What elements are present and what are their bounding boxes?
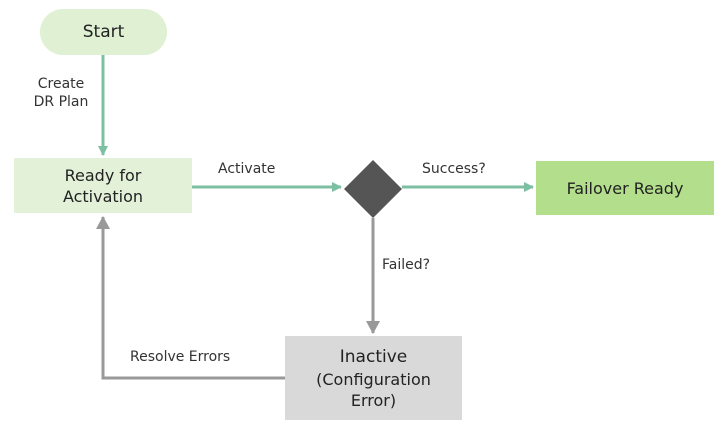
start-node: Start (40, 9, 167, 55)
edge-label-failed: Failed? (382, 257, 431, 273)
ready-for-activation-node: Ready for Activation (14, 158, 192, 213)
start-node-label: Start (82, 22, 125, 42)
failover-node-label: Failover Ready (566, 178, 684, 198)
edge-label-create-dr-plan: Create DR Plan (22, 75, 100, 111)
decision-diamond (344, 160, 402, 218)
ready-node-line1: Ready for (64, 165, 142, 185)
inactive-node-line3: Error) (350, 391, 397, 410)
ready-node-line2: Activation (62, 186, 144, 206)
inactive-node: Inactive (Configuration Error) (285, 336, 462, 420)
failover-ready-node: Failover Ready (536, 161, 714, 215)
edge-label-activate: Activate (218, 161, 276, 177)
edge-inactive-to-ready (96, 216, 285, 380)
edge-label-resolve-errors: Resolve Errors (130, 349, 231, 365)
edge-label-create-line2: DR Plan (33, 94, 89, 110)
inactive-node-line1: Inactive (339, 347, 408, 367)
inactive-node-line2: (Configuration (316, 370, 431, 389)
edge-label-create-line1: Create (37, 76, 85, 92)
edge-label-success: Success? (422, 161, 486, 177)
